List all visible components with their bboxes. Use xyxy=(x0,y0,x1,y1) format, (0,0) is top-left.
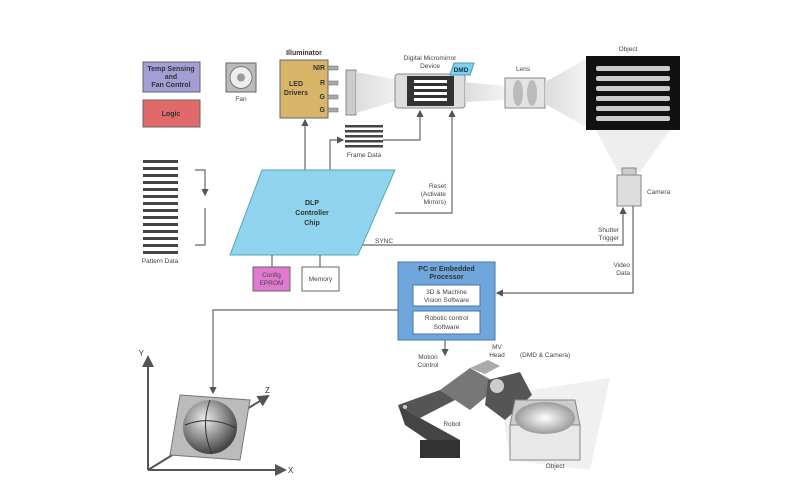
dmd-title-2: Device xyxy=(420,63,440,70)
mv-head-note: (DMD & Camera) xyxy=(520,352,570,359)
robot-label: Robot xyxy=(443,421,461,428)
memory-label: Memory xyxy=(309,276,333,283)
reconstructed-sphere xyxy=(169,394,251,461)
shutter-label-2: Trigger xyxy=(599,235,620,242)
mv-head-label-2: Head xyxy=(489,352,505,359)
logic-block: Logic xyxy=(142,99,201,128)
pc-to-output-arrow xyxy=(209,309,398,395)
video-data-arrow xyxy=(495,206,634,297)
illuminator-label: Illuminator xyxy=(286,50,322,57)
dmd-badge: DMD xyxy=(454,67,469,74)
config-label-1: Config xyxy=(262,272,281,279)
temp-sensing-block: Temp Sensing and Fan Control xyxy=(142,61,201,93)
reset-label-1: Reset xyxy=(429,183,446,190)
dlp-label-3: Chip xyxy=(304,220,320,227)
dlp-label-1: DLP xyxy=(305,200,319,207)
z-axis-label: Z xyxy=(265,386,270,395)
light-beam xyxy=(356,72,400,113)
robot-sw-label-1: Robotic control xyxy=(425,315,469,322)
video-label-2: Data xyxy=(616,270,630,277)
mv-head-label-1: MV xyxy=(492,344,502,351)
x-axis-label: X xyxy=(288,466,294,475)
channel-g1: G xyxy=(320,94,326,101)
object-bottom-label: Object xyxy=(546,463,565,470)
config-eprom-block: Config EPROM xyxy=(252,266,291,292)
dmd-title-1: Digital Micromirror xyxy=(404,55,458,62)
sync-label: SYNC xyxy=(375,238,393,245)
temp-label-3: Fan Control xyxy=(151,82,190,89)
pc-label-2: Processor xyxy=(429,274,464,281)
y-axis-label: Y xyxy=(139,349,145,358)
bowl-object xyxy=(509,399,581,461)
shutter-label-1: Shutter xyxy=(598,227,620,234)
config-label-2: EPROM xyxy=(260,280,284,287)
frame-to-dmd-arrow xyxy=(383,109,424,141)
lens-label: Lens xyxy=(516,66,531,73)
chip-to-frame-arrow xyxy=(329,136,345,170)
pc-processor-block: PC or Embedded Processor 3D & Machine Vi… xyxy=(397,261,496,341)
led-label-1: LED xyxy=(289,81,303,88)
robot-arm-icon xyxy=(398,360,532,458)
fan-label: Fan xyxy=(235,96,247,103)
dlp-controller-chip: DLP Controller Chip xyxy=(229,169,396,256)
led-drivers-block: LED Drivers NIR R G G xyxy=(279,59,339,119)
camera-label: Camera xyxy=(647,189,671,196)
projected-object xyxy=(586,56,680,130)
channel-nir: NIR xyxy=(313,65,325,72)
channel-g2: G xyxy=(320,107,326,114)
frame-data-label: Frame Data xyxy=(347,152,382,159)
lens-icon xyxy=(504,77,546,109)
channel-r: R xyxy=(320,80,325,87)
reset-arrow xyxy=(395,109,456,214)
diffuser xyxy=(345,69,357,116)
fan-icon xyxy=(225,62,257,93)
object-top-label: Object xyxy=(619,46,638,53)
dlp-label-2: Controller xyxy=(295,210,329,217)
temp-label-2: and xyxy=(165,74,177,81)
motion-label-2: Control xyxy=(418,362,440,369)
reset-label-3: Mirrors) xyxy=(424,199,446,206)
reset-label-2: (Activate xyxy=(421,191,447,198)
sync-arrow xyxy=(355,206,627,246)
frame-data-icon xyxy=(345,125,383,148)
pc-label-1: PC or Embedded xyxy=(418,266,474,273)
pattern-data-label: Pattern Data xyxy=(142,258,179,265)
led-label-2: Drivers xyxy=(284,90,308,97)
dmd-device: DMD xyxy=(394,62,475,109)
pattern-data-icon xyxy=(143,160,178,254)
camera-icon xyxy=(616,167,642,207)
memory-block: Memory xyxy=(301,266,340,292)
robot-sw-label-2: Software xyxy=(434,324,460,331)
motion-label-1: Motion xyxy=(418,354,438,361)
vision-sw-label-2: Vision Software xyxy=(424,297,469,304)
video-label-1: Video xyxy=(613,262,630,269)
vision-sw-label-1: 3D & Machine xyxy=(426,289,467,296)
logic-label: Logic xyxy=(162,111,181,118)
temp-label-1: Temp Sensing xyxy=(147,66,194,73)
